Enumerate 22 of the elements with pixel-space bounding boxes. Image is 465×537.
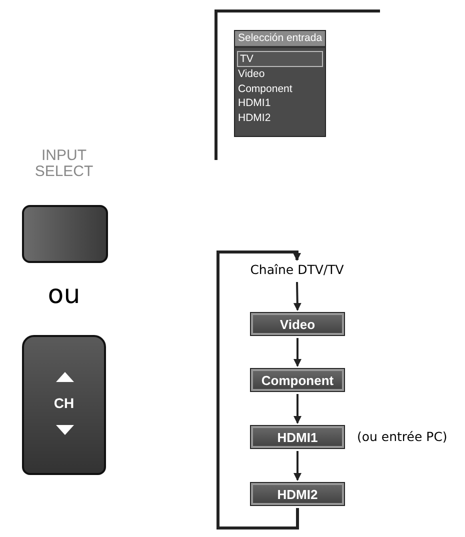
menu-item: TV [237, 50, 323, 67]
arrow [293, 282, 302, 311]
arrow [294, 338, 302, 367]
arrow [294, 394, 302, 424]
input-box: HDMI1 [250, 425, 345, 449]
or-text: ou [46, 280, 82, 310]
button-label: CH [52, 395, 76, 411]
menu-item: Video [237, 67, 266, 82]
channel-rocker-button [22, 335, 106, 475]
menu-title: Selección entrada [235, 31, 325, 48]
input-box: HDMI2 [250, 482, 345, 506]
button-label: INPUT SELECT [34, 148, 94, 180]
loop-arrow [216, 250, 301, 530]
menu-item: Component [237, 82, 294, 96]
arrow [294, 451, 302, 481]
input-box: Video [250, 312, 345, 336]
menu-item: HDMI1 [237, 96, 272, 110]
input-box: Component [250, 368, 345, 392]
menu-screen [234, 30, 326, 137]
menu-item: HDMI2 [237, 110, 272, 125]
flow-label: Chaîne DTV/TV [237, 262, 357, 280]
note-text: (ou entrée PC) [357, 429, 448, 444]
